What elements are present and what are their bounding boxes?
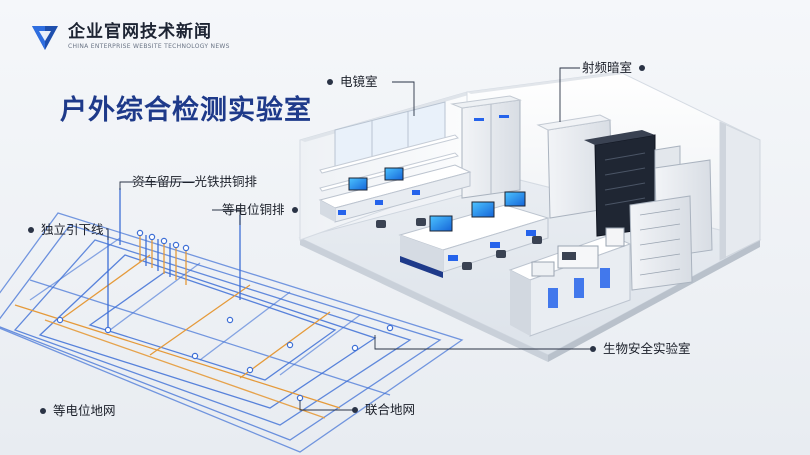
grid-outer-frame — [0, 212, 464, 453]
callout-dot — [327, 79, 333, 85]
callout-dot — [291, 207, 298, 213]
grid-frame-3 — [13, 239, 412, 426]
callout-independent-downlead: 独立引下线 — [28, 222, 104, 238]
floor-slab-edge — [300, 238, 548, 362]
grid-frame-inner — [38, 254, 377, 409]
label-equipotential-bar: 等电位铜排 — [222, 202, 285, 217]
biosafety-bench — [508, 227, 632, 337]
orange-line — [44, 319, 326, 419]
label-biosafety-lab: 生物安全实验室 — [603, 341, 691, 356]
orange-line — [239, 311, 331, 379]
wall-shelf — [319, 134, 459, 174]
monitor — [471, 201, 495, 218]
grounding-grid-drawing — [0, 188, 464, 453]
brand-subtitle: CHINA ENTERPRISE WEBSITE TECHNOLOGY NEWS — [68, 43, 230, 50]
monitor — [429, 215, 453, 232]
callout-dot — [28, 227, 34, 233]
server-rack — [629, 195, 693, 291]
callout-rf-darkroom: 射频暗室 — [582, 60, 646, 76]
floor-slab-edge-right — [548, 240, 760, 362]
callout-dot — [639, 65, 646, 71]
brand-logo-icon — [32, 26, 58, 50]
callout-combined-grid: 联合地网 — [352, 402, 415, 418]
chairs — [376, 218, 542, 270]
grid-line — [109, 262, 201, 331]
grid-nodes — [56, 229, 394, 402]
instrument — [531, 261, 555, 277]
callout-dot — [590, 346, 596, 352]
orange-line — [59, 254, 151, 321]
instrument — [557, 245, 599, 269]
grid-line — [29, 237, 121, 301]
page-title: 户外综合检测实验室 — [60, 95, 312, 126]
grid-frame-2 — [0, 224, 442, 441]
callout-em-room: 电镜室 — [327, 74, 378, 90]
label-reserved-bar: 资车留厉—光铁拱铜排 — [132, 174, 258, 189]
label-independent-downlead: 独立引下线 — [41, 222, 104, 237]
label-equipotential-grid: 等电位地网 — [53, 403, 116, 418]
label-rf-darkroom: 射频暗室 — [582, 60, 633, 75]
callout-equipotential-grid: 等电位地网 — [40, 403, 116, 419]
workbench-center — [398, 191, 550, 278]
grid-line — [279, 314, 361, 376]
workbench-left — [318, 164, 472, 223]
monitor — [504, 191, 526, 207]
callout-reserved-bar: 资车留厉—光铁拱铜排 — [132, 174, 257, 190]
grid-line — [199, 291, 291, 361]
callout-equipotential-bar: 等电位铜排 — [222, 202, 298, 218]
callout-biosafety-lab: 生物安全实验室 — [590, 341, 691, 357]
callout-leaders — [106, 67, 595, 411]
right-wall-end-face — [720, 122, 726, 260]
brand: 企业官网技术新闻 CHINA ENTERPRISE WEBSITE TECHNO… — [30, 22, 230, 52]
label-combined-grid: 联合地网 — [365, 402, 416, 417]
label-em-room: 电镜室 — [340, 74, 378, 89]
orange-line — [14, 304, 341, 409]
orange-line — [149, 284, 251, 356]
callout-dot — [352, 407, 358, 413]
callout-dot — [40, 408, 46, 414]
back-wall-top — [467, 72, 624, 94]
brand-name: 企业官网技术新闻 — [68, 22, 212, 42]
grid-line — [29, 279, 391, 396]
